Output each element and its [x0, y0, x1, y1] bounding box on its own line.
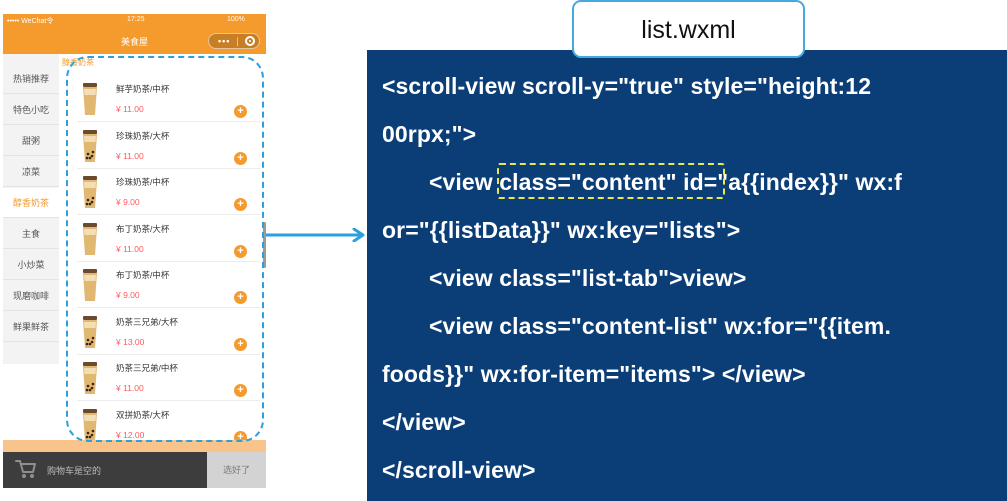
- shopping-cart-icon[interactable]: [15, 458, 37, 480]
- category-sidebar: 热销推荐特色小吃甜粥凉菜醇香奶茶主食小炒菜现磨咖啡鲜果鲜茶: [3, 54, 59, 364]
- mini-program-capsule: •••: [208, 33, 260, 49]
- divider: [77, 167, 260, 169]
- food-item[interactable]: 珍珠奶茶/中杯 ¥ 9.00 +: [59, 169, 266, 215]
- food-item[interactable]: 奶茶三兄弟/中杯 ¥ 11.00 +: [59, 355, 266, 401]
- code-line: or="{{listData}}" wx:key="lists">: [382, 217, 741, 243]
- food-name: 布丁奶茶/中杯: [116, 270, 170, 280]
- divider: [77, 260, 260, 262]
- code-line: </view>: [382, 409, 466, 435]
- divider: [77, 307, 260, 308]
- code-line: <view class="content-list" wx:for="{{ite…: [429, 313, 891, 339]
- food-name: 奶茶三兄弟/中杯: [116, 363, 178, 373]
- food-name: 珍珠奶茶/大杯: [116, 130, 170, 141]
- add-icon[interactable]: +: [234, 198, 247, 211]
- food-item[interactable]: 珍珠奶茶/大杯 ¥ 11.00 +: [59, 123, 266, 169]
- file-name: list.wxml: [641, 16, 736, 44]
- section-title: 醇香奶茶: [62, 58, 94, 67]
- milk-tea-image: [83, 269, 97, 301]
- capsule-divider: [237, 37, 238, 46]
- food-name: 珍珠奶茶/中杯: [116, 177, 170, 187]
- sidebar-item[interactable]: 鲜果鲜茶: [3, 312, 59, 342]
- food-name: 奶茶三兄弟/大杯: [116, 316, 178, 327]
- food-price: ¥ 13.00: [116, 336, 145, 347]
- checkout-button[interactable]: 选好了: [207, 452, 266, 488]
- status-bar: ••••• WeChat令 17:25 100%: [3, 14, 266, 27]
- sidebar-item[interactable]: 醇香奶茶: [3, 188, 59, 218]
- food-price: ¥ 11.00: [116, 383, 144, 393]
- food-name: 双拼奶茶/大杯: [116, 409, 170, 420]
- milk-tea-image: [83, 315, 97, 348]
- food-item[interactable]: 鲜芋奶茶/中杯 ¥ 11.00 +: [59, 76, 266, 122]
- milk-tea-image: [83, 176, 97, 208]
- code-line: <view class="content" id="a{{index}}" wx…: [429, 169, 902, 195]
- code-line: 00rpx;">: [382, 121, 477, 147]
- food-price: ¥ 11.00: [116, 150, 144, 161]
- close-icon[interactable]: [245, 36, 255, 46]
- code-line: foods}}" wx:for-item="items"> </view>: [382, 361, 806, 387]
- page-title: 美食屋: [120, 37, 148, 47]
- sidebar-item[interactable]: 主食: [3, 219, 59, 249]
- food-price: ¥ 11.00: [116, 243, 144, 254]
- sidebar-item[interactable]: 小炒菜: [3, 250, 59, 280]
- food-price: ¥ 9.00: [116, 197, 140, 207]
- divider: [77, 400, 260, 401]
- food-price: ¥ 9.00: [116, 290, 140, 300]
- food-name: 布丁奶茶/大杯: [116, 223, 170, 234]
- sidebar-item[interactable]: 甜粥: [3, 126, 59, 156]
- add-icon[interactable]: +: [234, 384, 247, 397]
- add-icon[interactable]: +: [234, 105, 247, 118]
- more-icon[interactable]: •••: [218, 36, 231, 46]
- food-list[interactable]: 醇香奶茶 鲜芋奶茶/中杯¥ 11.00+珍珠奶茶/大杯¥ 11.00+珍珠奶茶/…: [59, 54, 266, 448]
- milk-tea-image: [83, 408, 97, 441]
- cart-bar: 购物车是空的 选好了: [3, 452, 266, 488]
- code-panel: <scroll-view scroll-y="true" style="heig…: [367, 50, 1007, 501]
- sidebar-item[interactable]: 特色小吃: [3, 95, 59, 125]
- food-name: 鲜芋奶茶/中杯: [116, 84, 170, 94]
- food-item[interactable]: 布丁奶茶/大杯 ¥ 11.00 +: [59, 216, 266, 262]
- code-line: </scroll-view>: [382, 457, 536, 483]
- sidebar-item[interactable]: 凉菜: [3, 157, 59, 187]
- status-battery: 100%: [227, 16, 245, 23]
- food-price: ¥ 11.00: [116, 104, 144, 114]
- status-carrier: ••••• WeChat令: [7, 18, 54, 25]
- cart-tip-bar: [3, 440, 266, 452]
- divider: [77, 214, 260, 215]
- class-highlight-outline: [497, 163, 725, 199]
- code-line: <scroll-view scroll-y="true" style="heig…: [382, 73, 872, 99]
- file-name-tab: list.wxml: [572, 0, 805, 58]
- arrow-right-icon: [266, 228, 365, 242]
- navigation-bar: 美食屋 •••: [3, 27, 266, 54]
- divider: [77, 353, 260, 355]
- food-price: ¥ 12.00: [116, 429, 145, 440]
- milk-tea-image: [83, 222, 97, 255]
- add-icon[interactable]: +: [234, 244, 247, 258]
- code-line: <view class="list-tab">view>: [429, 265, 747, 291]
- food-item[interactable]: 奶茶三兄弟/大杯 ¥ 13.00 +: [59, 309, 266, 355]
- scrollbar-thumb[interactable]: [263, 222, 266, 268]
- milk-tea-image: [83, 83, 97, 115]
- sidebar-item[interactable]: 热销推荐: [3, 64, 59, 94]
- food-item[interactable]: 布丁奶茶/中杯 ¥ 9.00 +: [59, 262, 266, 308]
- sidebar-item[interactable]: 现磨咖啡: [3, 281, 59, 311]
- milk-tea-image: [83, 129, 97, 162]
- divider: [77, 121, 260, 122]
- cart-empty-text: 购物车是空的: [47, 466, 102, 476]
- phone-mockup: ••••• WeChat令 17:25 100% 美食屋 ••• 热销推荐特色小…: [3, 14, 266, 488]
- add-icon[interactable]: +: [234, 151, 247, 165]
- status-time: 17:25: [127, 16, 145, 23]
- add-icon[interactable]: +: [234, 291, 247, 304]
- milk-tea-image: [83, 362, 97, 394]
- add-icon[interactable]: +: [234, 337, 247, 351]
